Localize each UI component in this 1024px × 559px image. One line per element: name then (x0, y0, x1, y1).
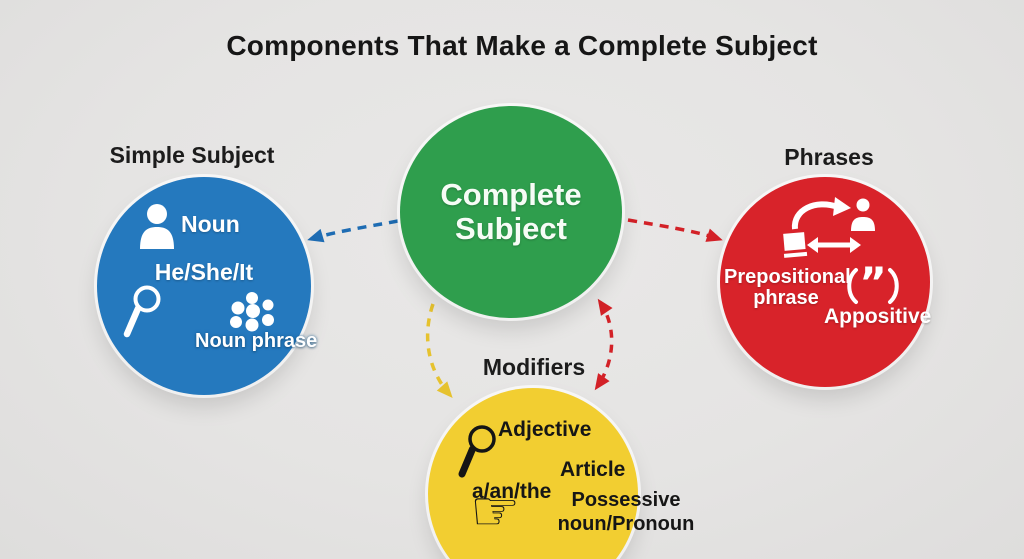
article-text: Article (560, 458, 626, 481)
complete-subject-line2: Subject (455, 211, 567, 246)
possessive-line2: noun/Pronoun (557, 513, 695, 535)
prepositional-line1: Prepositional (724, 266, 851, 288)
noun-text: Noun (181, 211, 240, 237)
prepositional-phrase-text: Prepositional phrase (724, 266, 851, 309)
simple-subject-circle: Noun He/She/It Noun phrase (97, 177, 317, 395)
noun-phrase-cluster-icon (230, 292, 274, 332)
magnifier-icon-black (458, 425, 496, 478)
svg-text:”: ” (859, 265, 887, 307)
article-words-text: a/an/the (472, 480, 552, 503)
magnifier-icon (123, 285, 161, 338)
phrases-circle: Prepositional phrase ” Appositive (720, 177, 932, 387)
complete-subject-line1: Complete (440, 176, 582, 212)
noun-phrase-text: Noun phrase (195, 330, 318, 352)
modifiers-circle: Adjective Article a/an/the ☞ Possessive … (428, 388, 694, 559)
simple-subject-label: Simple Subject (109, 142, 275, 168)
arrow-complete-to-simple (307, 219, 399, 243)
complete-subject-circle: Complete Subject (400, 106, 622, 318)
phrases-label: Phrases (784, 144, 874, 170)
arrow-complete-to-modifiers (425, 303, 453, 398)
prepositional-line2: phrase (753, 287, 819, 309)
adjective-text: Adjective (498, 418, 592, 441)
possessive-line1: Possessive (571, 489, 681, 511)
pronouns-text: He/She/It (154, 259, 254, 285)
quote-marks-icon: ” (847, 265, 899, 307)
possessive-text: Possessive noun/Pronoun (552, 488, 700, 536)
arrow-complete-to-phrases (627, 218, 723, 242)
exchange-arrow-icon (783, 232, 861, 258)
page-title: Components That Make a Complete Subject (226, 30, 818, 61)
pointing-hand-icon: ☞ (470, 479, 521, 544)
complete-subject-text: Complete Subject (440, 176, 582, 246)
modifiers-label: Modifiers (482, 354, 586, 380)
person-icon (140, 204, 174, 249)
replace-with-person-icon (791, 197, 875, 231)
appositive-text: Appositive (824, 305, 932, 328)
